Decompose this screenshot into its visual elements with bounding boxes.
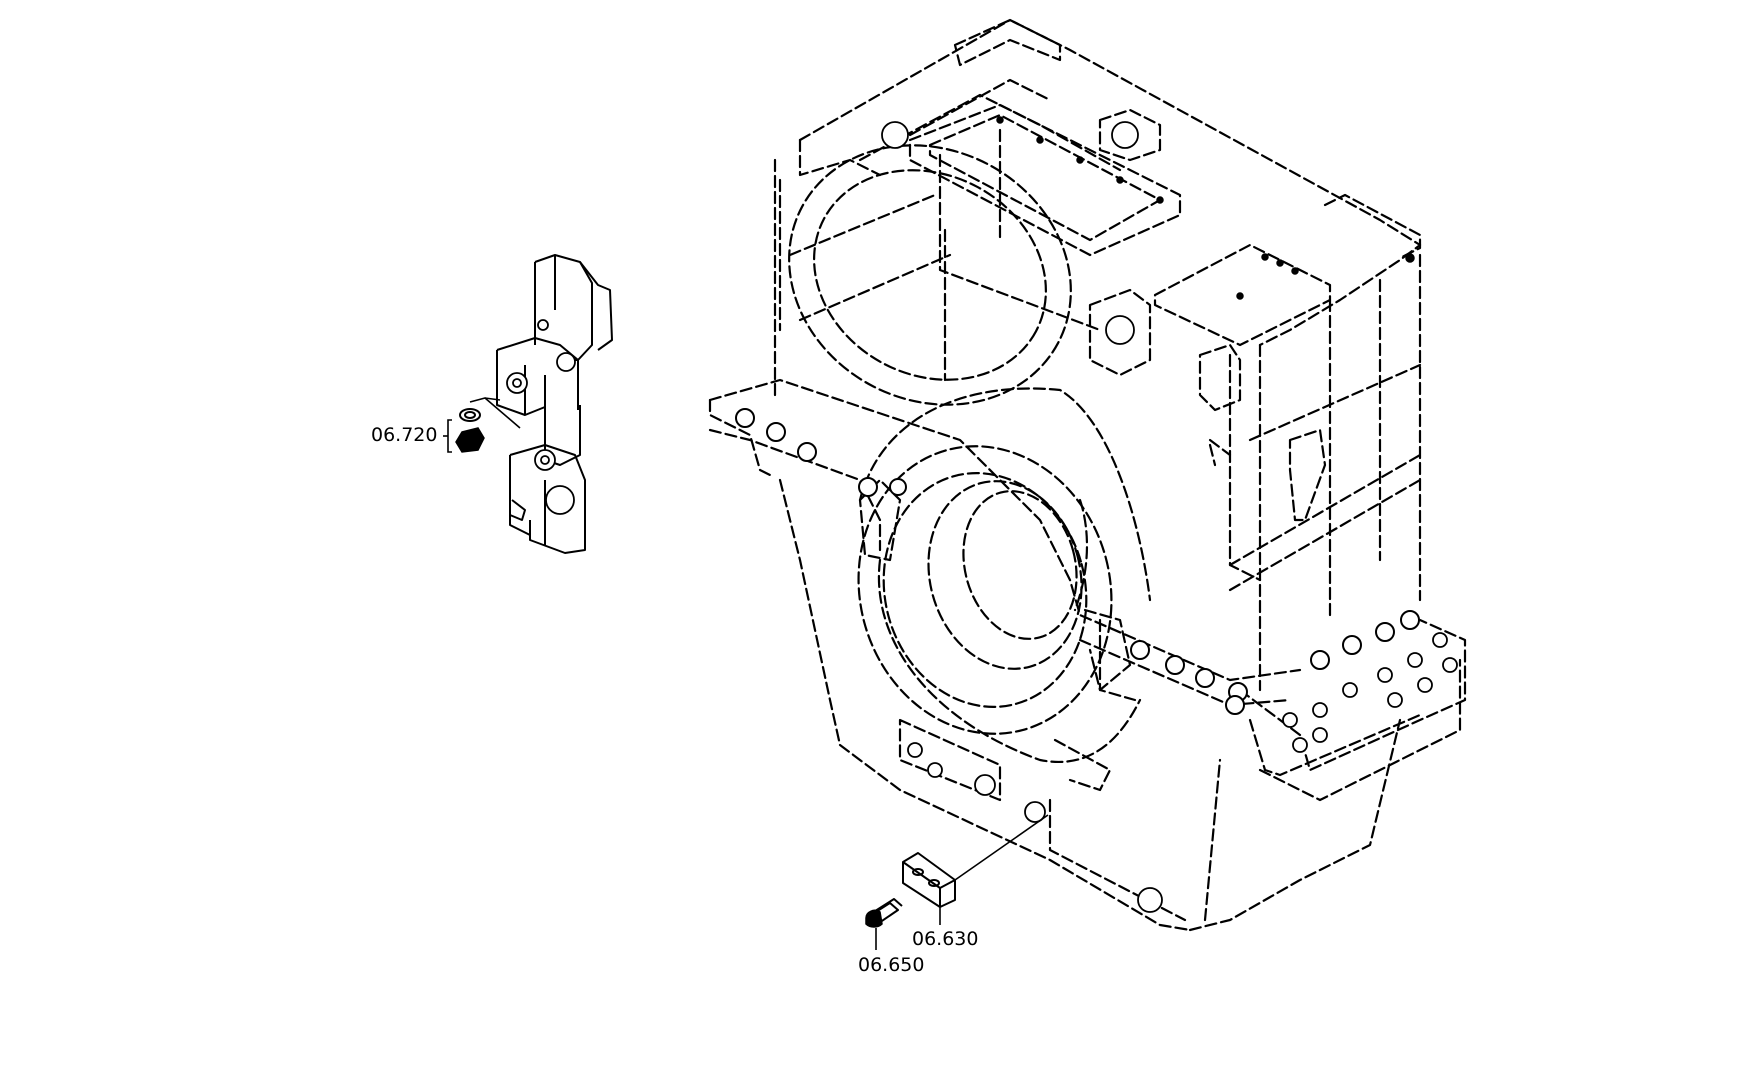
callout-06-720-part — [443, 397, 521, 453]
callout-06-650-part — [865, 898, 903, 950]
housing-bolt-heads — [735, 408, 1420, 715]
callout-label-06-650: 06.650 — [858, 954, 925, 976]
housing-holes — [881, 116, 1458, 913]
callout-label-06-630: 06.630 — [912, 928, 979, 950]
callout-label-06-720: 06.720 — [371, 424, 438, 446]
shift-bracket — [496, 254, 613, 554]
callout-06-630-part — [902, 814, 1049, 925]
gearbox-housing — [708, 18, 1467, 932]
